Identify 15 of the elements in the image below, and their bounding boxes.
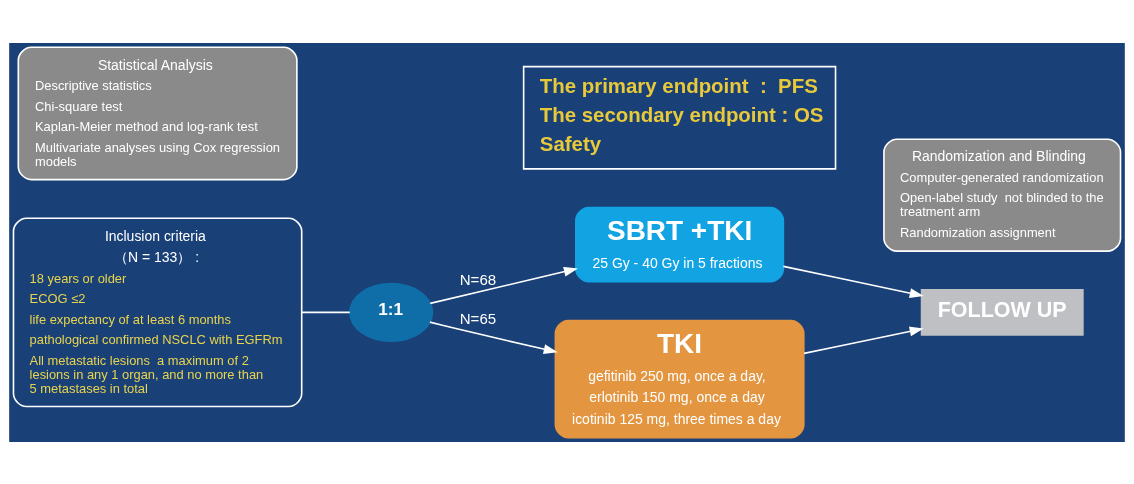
node-box: Statistical Analysis Descriptive statistics Chi-square test Kaplan-Meier method and log-rank test Multivariate analyses using Cox regression models	[17, 46, 298, 180]
edge-label: N=65	[459, 309, 497, 327]
node-ellipse: 1:1	[349, 282, 434, 342]
arrow	[429, 320, 558, 354]
arrow	[803, 326, 924, 354]
edge-label: N=68	[459, 270, 497, 288]
arrow	[782, 265, 924, 298]
node-box: TKI gefitinib 250 mg, once a day, erlotinib 150 mg, once a day icotinib 125 mg, three times a day	[554, 319, 805, 438]
node-box: SBRT +TKI 25 Gy - 40 Gy in 5 fractions	[575, 206, 785, 283]
node-box: Randomization and Blinding Computer-generated randomization Open-label study not blinded to the treatment arm Randomization assignment	[883, 137, 1122, 252]
node-box: The primary endpoint : PFS The secondary endpoint : OS Safety	[522, 65, 837, 170]
node-box: FOLLOW UP	[920, 288, 1084, 336]
connector	[301, 311, 351, 313]
arrow	[429, 266, 578, 304]
node-box: Inclusion criteria （N = 133） : 18 years or older ECOG ≤2 life expectancy of at least 6 months pathological confirmed NSCLC with EGFRm All metastatic lesions a maximum of 2 lesions in any 1 organ, and no more than 5 metastases in total	[12, 217, 303, 407]
